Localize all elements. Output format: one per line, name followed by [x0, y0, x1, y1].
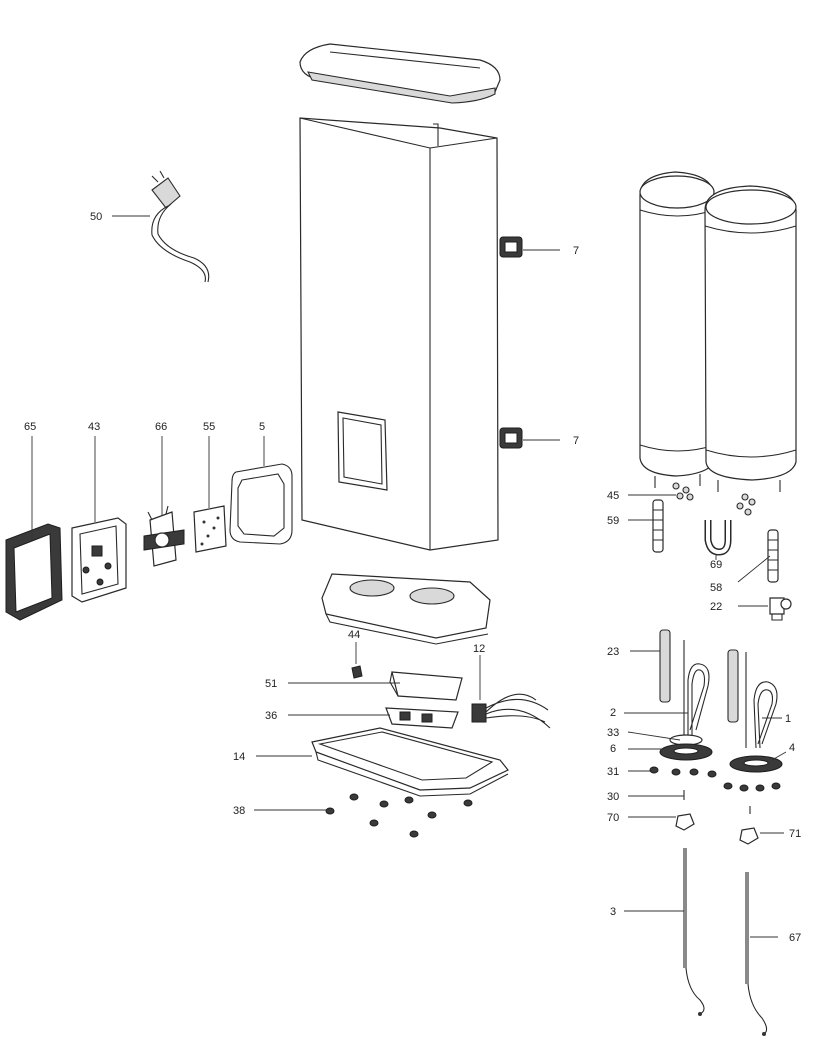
flexible-pipe-right — [767, 529, 779, 583]
anode-right — [727, 649, 739, 723]
callout-23: 23 — [607, 646, 620, 658]
callout-71: 71 — [789, 828, 802, 840]
callout-4: 4 — [789, 742, 796, 754]
electronic-board — [385, 707, 459, 729]
small-screws — [683, 790, 751, 814]
wall-bracket-upper — [499, 236, 523, 258]
callout-7-upper: 7 — [573, 245, 580, 257]
inner-tank-front — [704, 185, 797, 492]
gasket — [229, 463, 293, 545]
power-cable — [151, 170, 210, 283]
bottom-cover — [311, 727, 509, 797]
rubber-feet — [325, 793, 473, 838]
thermostat-unit — [143, 505, 185, 567]
cable-holder — [389, 671, 463, 701]
callout-12: 12 — [473, 643, 486, 655]
callout-3: 3 — [610, 906, 617, 918]
callout-58: 58 — [710, 582, 723, 594]
control-board — [193, 505, 227, 553]
callout-7-lower: 7 — [573, 435, 580, 447]
callout-59: 59 — [607, 515, 620, 527]
callout-45: 45 — [607, 490, 620, 502]
callout-67: 67 — [789, 932, 802, 944]
flexible-pipe-left — [652, 499, 664, 553]
callout-31: 31 — [607, 766, 620, 778]
callout-38: 38 — [233, 805, 246, 817]
sensor-probe-right — [745, 872, 768, 1036]
thermostat-clip-left — [675, 813, 695, 831]
callout-65: 65 — [24, 421, 37, 433]
front-frame — [5, 523, 63, 621]
wall-bracket-lower — [499, 427, 523, 449]
callout-51: 51 — [265, 678, 278, 690]
thermostat-clip-right — [739, 827, 759, 845]
callout-2: 2 — [610, 707, 617, 719]
leader-lines — [31, 215, 787, 938]
safety-valve — [769, 597, 792, 621]
connecting-u-pipe — [704, 520, 732, 556]
terminal-clip — [351, 665, 363, 679]
callout-33: 33 — [607, 727, 620, 739]
callout-14: 14 — [233, 751, 246, 763]
callout-50: 50 — [90, 211, 103, 223]
outer-casing — [299, 117, 499, 551]
callout-44: 44 — [348, 629, 361, 641]
callout-70: 70 — [607, 812, 620, 824]
callout-43: 43 — [88, 421, 101, 433]
base-frame — [321, 573, 491, 645]
callout-1: 1 — [785, 713, 792, 725]
top-cover — [299, 43, 501, 104]
control-plate — [71, 517, 127, 603]
flange-left — [659, 743, 713, 761]
callout-22: 22 — [710, 601, 723, 613]
heating-element-right — [745, 652, 778, 749]
screws-set — [672, 482, 756, 516]
callout-69: 69 — [710, 559, 723, 571]
sensor-probe-left — [683, 848, 705, 1016]
nuts-set — [649, 766, 781, 792]
callout-36: 36 — [265, 710, 278, 722]
anode-left — [659, 629, 671, 703]
callout-66: 66 — [155, 421, 168, 433]
wiring-harness — [471, 693, 551, 729]
flange-right — [729, 755, 783, 773]
callout-55: 55 — [203, 421, 216, 433]
callout-5: 5 — [259, 421, 266, 433]
heating-element-left — [683, 640, 710, 738]
callout-30: 30 — [607, 791, 620, 803]
callout-6: 6 — [610, 743, 617, 755]
